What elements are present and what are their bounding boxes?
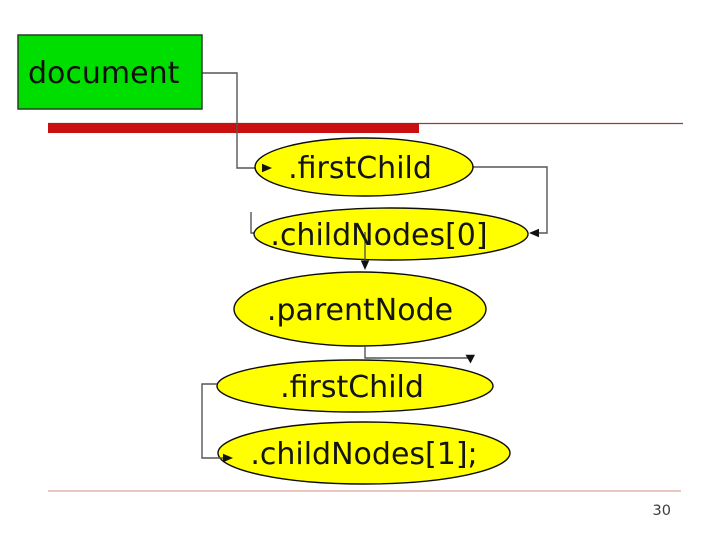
node-label-firstchild-2: .firstChild — [280, 370, 424, 405]
title-accent-bar — [48, 123, 419, 133]
node-ellipse-childnodes1 — [217, 421, 511, 485]
node-label-childnodes0: .childNodes[0] — [270, 218, 487, 253]
node-label-firstchild-1: .firstChild — [288, 151, 432, 186]
document-box — [17, 34, 203, 110]
node-ellipse-firstchild-2 — [216, 359, 494, 413]
node-label-parentnode: .parentNode — [267, 293, 453, 328]
connector-firstchild2-to-childnodes1 — [201, 383, 223, 459]
node-ellipse-childnodes0 — [253, 207, 529, 261]
document-label: document — [28, 56, 180, 91]
node-ellipse-firstchild-1 — [254, 137, 474, 197]
arrow-down-icon — [360, 260, 370, 270]
page-number: 30 — [653, 503, 671, 519]
arrow-down-icon — [465, 354, 475, 364]
arrow-right-icon — [223, 453, 233, 463]
arrow-right-icon — [262, 163, 272, 173]
node-ellipse-parentnode — [233, 271, 487, 347]
connector-document-to-firstchild — [202, 72, 262, 169]
connector-parentnode-to-firstchild2 — [364, 346, 468, 359]
connector-firstchild-to-childnodes0-right — [473, 166, 548, 234]
arrow-left-icon — [529, 228, 539, 238]
node-label-childnodes1: .childNodes[1]; — [250, 437, 477, 472]
